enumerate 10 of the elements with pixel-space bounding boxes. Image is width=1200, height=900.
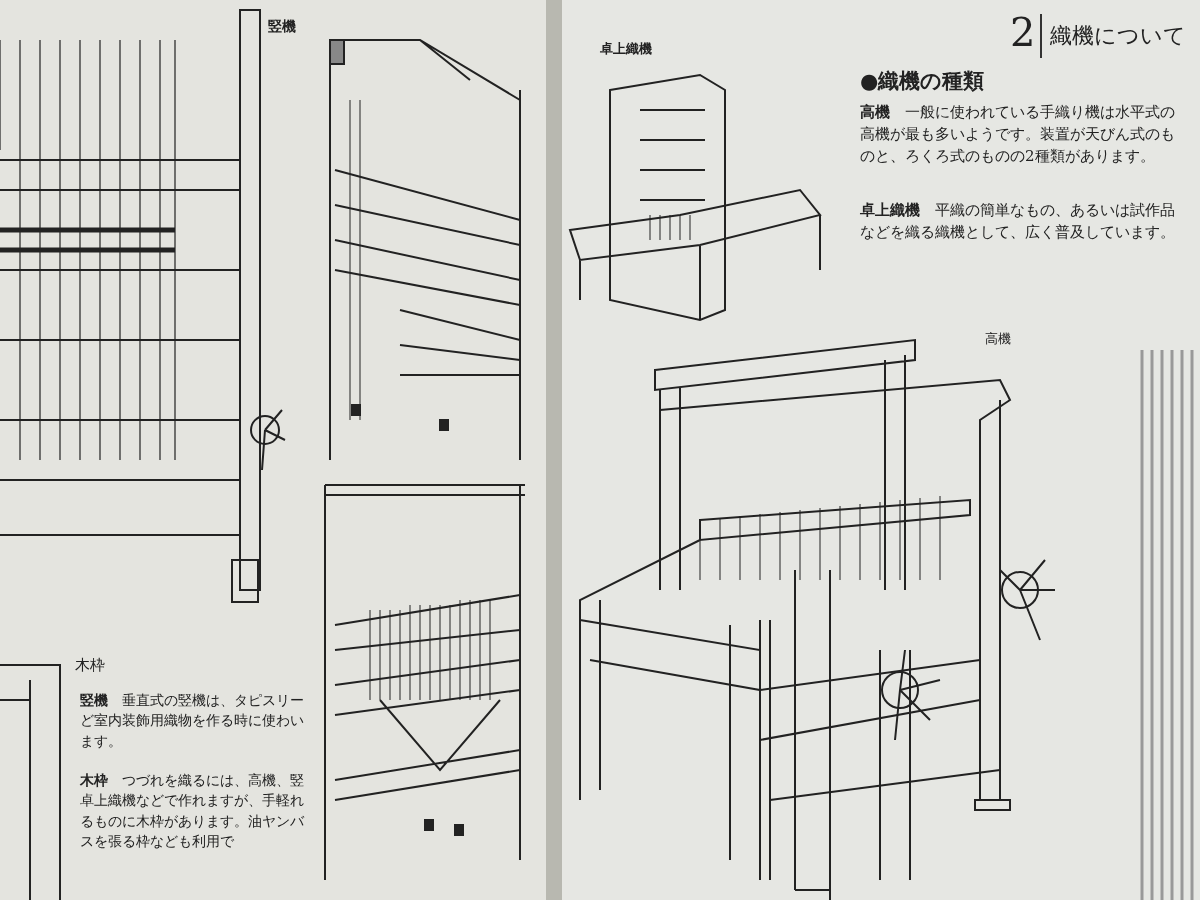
paragraph: 竪機 垂直式の竪機は、タピスリーど室内装飾用織物を作る時に使わいます。 — [80, 691, 305, 751]
figure-caption: 卓上織機 — [600, 40, 652, 58]
figure-caption: 木枠 — [75, 655, 105, 676]
section-heading: ●織機の種類 — [860, 67, 985, 95]
chapter-number: 2 — [1010, 8, 1036, 56]
paragraph: 卓上織機 平織の簡単なもの、あるいは試作品などを織る織機として、広く普及しています。 — [860, 200, 1176, 243]
chapter-title: 織機について — [1040, 14, 1186, 58]
figure-caption: 高機 — [985, 330, 1011, 348]
paragraph: 高機 一般に使われている手織り機は水平式の高機が最も多いようです。装置が天びん式のものと、ろくろ式のものの2種類があります。 — [860, 102, 1176, 167]
paragraph: 木枠 つづれを織るには、高機、竪卓上織機などで作れますが、手軽れるものに木枠があります。油ヤンバスを張る枠なども利用で — [80, 771, 305, 851]
